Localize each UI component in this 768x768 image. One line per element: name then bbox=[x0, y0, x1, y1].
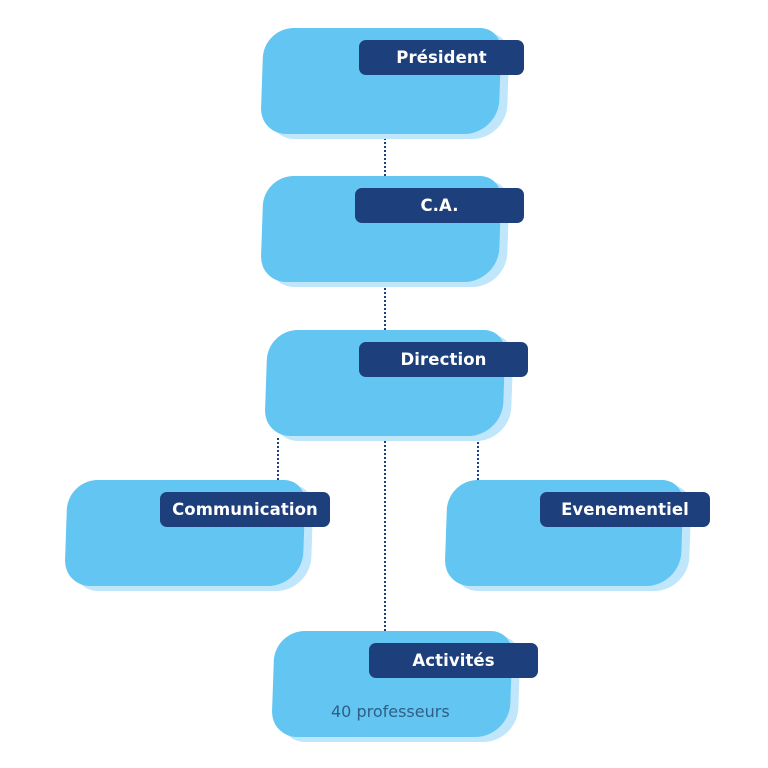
node-note-activites: 40 professeurs bbox=[331, 702, 450, 721]
node-activites: Activités 40 professeurs bbox=[271, 631, 538, 742]
connector-president-ca bbox=[384, 138, 386, 176]
connector-direction-communication bbox=[277, 438, 279, 480]
node-label-ca: C.A. bbox=[355, 188, 524, 223]
node-label-president: Président bbox=[359, 40, 524, 75]
node-label-evenementiel: Evenementiel bbox=[540, 492, 710, 527]
node-communication: Communication bbox=[64, 480, 330, 591]
connector-ca-direction bbox=[384, 285, 386, 330]
node-label-communication: Communication bbox=[160, 492, 330, 527]
node-direction: Direction bbox=[264, 330, 528, 441]
node-label-activites: Activités bbox=[369, 643, 538, 678]
node-evenementiel: Evenementiel bbox=[444, 480, 710, 591]
connector-direction-activites bbox=[384, 438, 386, 631]
node-label-direction: Direction bbox=[359, 342, 528, 377]
connector-direction-evenementiel bbox=[477, 438, 479, 480]
node-president: Président bbox=[260, 28, 524, 139]
node-ca: C.A. bbox=[260, 176, 524, 287]
